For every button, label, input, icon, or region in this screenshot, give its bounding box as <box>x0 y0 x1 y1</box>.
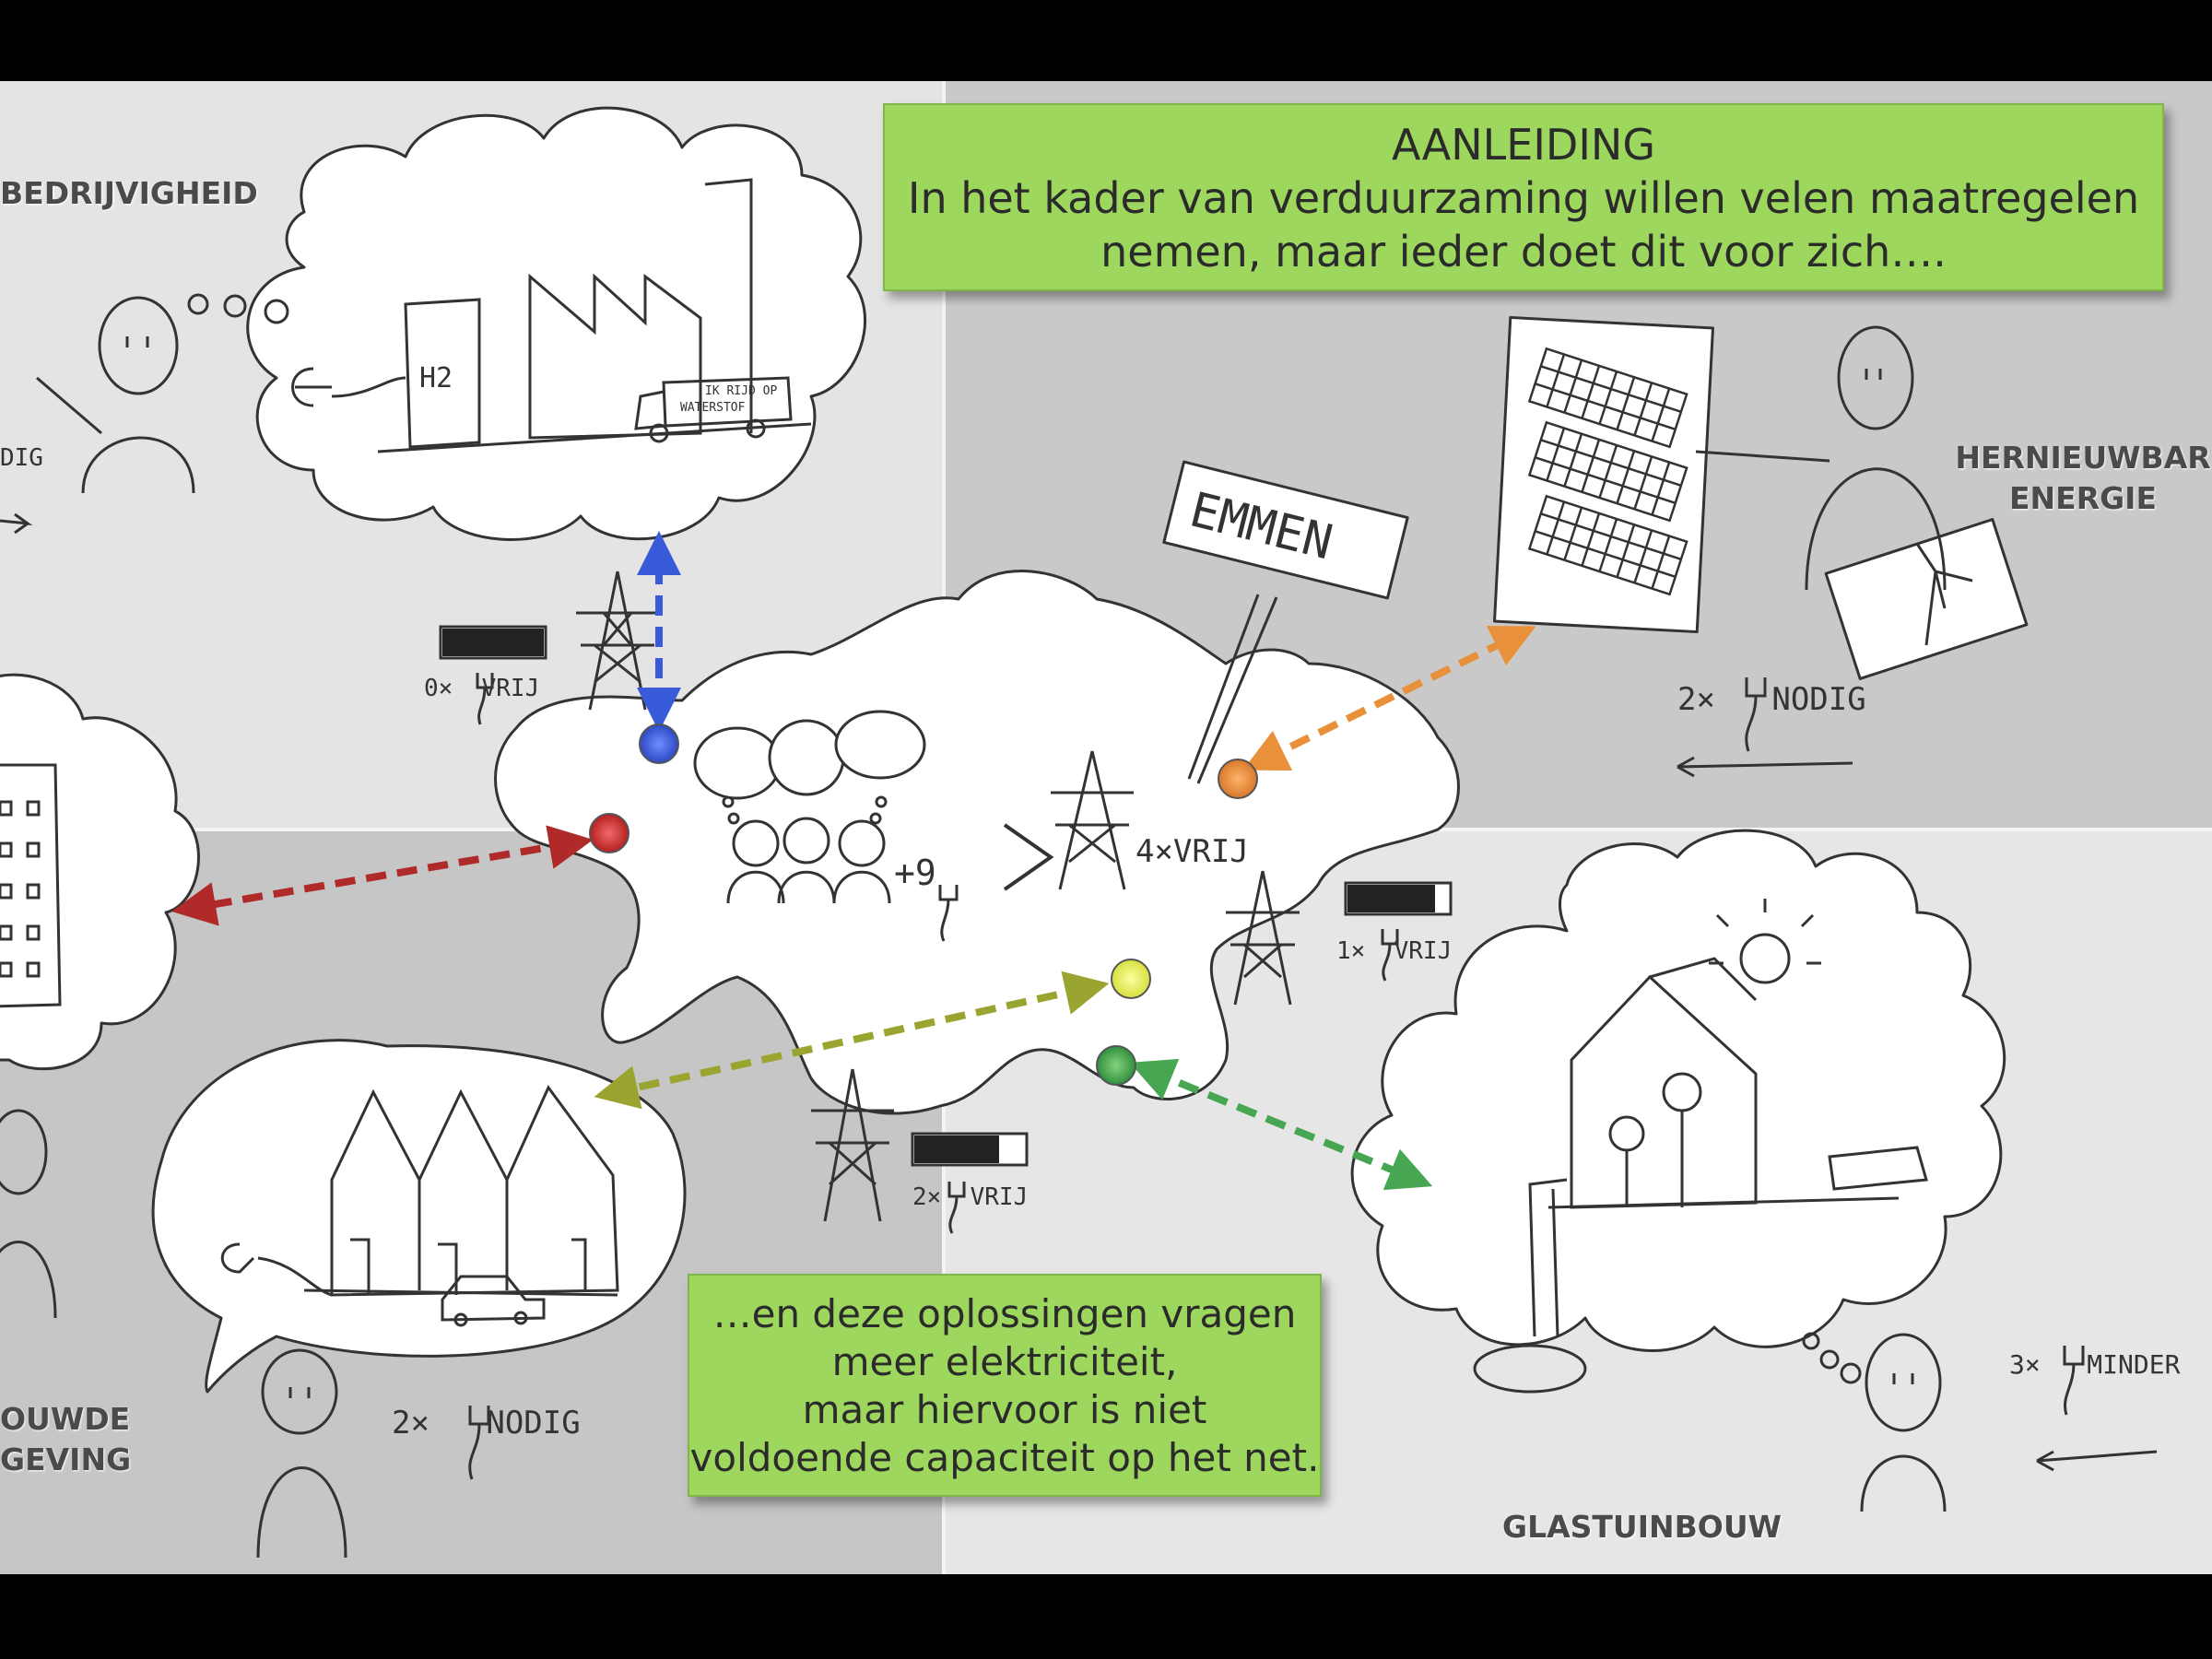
pylon-center <box>1051 750 1134 890</box>
sector-industry-text: BEDRIJVIGHEID <box>0 175 258 211</box>
truck-text-line1: IK RIJD OP <box>705 384 777 398</box>
capacity-bar-bottom <box>911 1132 1029 1167</box>
person-greenhouse <box>1860 1333 1947 1512</box>
sector-renewable-line1: HERNIEUWBAR <box>1955 440 2211 476</box>
need-industry: DIG <box>0 444 43 472</box>
dot-red <box>589 813 629 853</box>
hydrogen-truck-icon <box>634 376 793 443</box>
sector-label-industry: BEDRIJVIGHEID <box>0 173 258 214</box>
sector-label-renewable: HERNIEUWBAR ENERGIE <box>1954 438 2212 519</box>
person-industry <box>36 296 195 494</box>
need-greenhouse: 3× MINDER <box>2009 1349 2181 1380</box>
sector-built-line2: GEVING <box>0 1441 132 1477</box>
greater-than-sign <box>1003 823 1054 891</box>
connector-orange <box>1242 626 1536 771</box>
person-built <box>256 1348 347 1559</box>
grid-label-right: 1× VRIJ <box>1336 937 1452 965</box>
closing-line-4: voldoende capaciteit op het net. <box>689 1435 1320 1480</box>
factory-icon <box>291 178 812 453</box>
sector-greenhouse-text: GLASTUINBOUW <box>1502 1509 1783 1545</box>
need-built: 2× NODIG <box>392 1405 581 1441</box>
pylon-bottom <box>811 1068 894 1222</box>
center-free-text: 4×VRIJ <box>1135 833 1249 870</box>
bottom-black-bar <box>0 1574 2212 1659</box>
pylon-icons <box>576 571 1300 1222</box>
top-black-bar <box>0 0 2212 81</box>
closing-box: …en deze oplossingen vragen meer elektri… <box>688 1274 1322 1497</box>
wind-turbine-card <box>1824 518 2029 680</box>
thought-dots <box>187 293 1862 1384</box>
industry-thought-cloud <box>246 106 866 541</box>
sector-label-greenhouse: GLASTUINBOUW <box>1502 1507 1783 1547</box>
dot-blue <box>639 724 679 764</box>
intro-line-2: nemen, maar ieder doet dit voor zich…. <box>1100 227 1947 276</box>
person-renewable <box>1695 325 1947 591</box>
people-group-center <box>726 817 891 904</box>
closing-line-2: meer elektriciteit, <box>831 1339 1178 1384</box>
intro-line-1: In het kader van verduurzaming willen ve… <box>907 173 2140 223</box>
pylon-right <box>1226 870 1300 1006</box>
closing-line-3: maar hiervoor is niet <box>802 1387 1207 1432</box>
intro-box: AANLEIDING In het kader van verduurzamin… <box>883 103 2164 291</box>
need-renewable: 2× NODIG <box>1677 681 1866 718</box>
person-built-left <box>0 1109 57 1319</box>
greenhouse-icon <box>1473 899 1928 1394</box>
hand-arrows <box>0 512 2158 1472</box>
apartment-icon <box>0 763 62 1008</box>
connector-red <box>171 825 594 926</box>
emmen-sign-board <box>1162 460 1409 600</box>
truck-text-line2: WATERSTOF <box>680 401 746 415</box>
closing-line-1: …en deze oplossingen vragen <box>712 1291 1297 1336</box>
wind-turbine-icon <box>1915 543 1973 646</box>
sector-label-built: OUWDE GEVING <box>0 1399 132 1480</box>
intro-heading: AANLEIDING <box>1392 120 1655 170</box>
center-thought-bubbles <box>693 710 926 800</box>
pylon-top-left <box>576 571 659 711</box>
houses-icon <box>220 1085 619 1327</box>
capacity-bar-top-left <box>439 625 547 660</box>
sector-built-line1: OUWDE <box>0 1401 131 1437</box>
dot-yellow <box>1111 959 1151 999</box>
sector-renewable-line2: ENERGIE <box>2008 480 2158 516</box>
solar-panel-sheet <box>1493 315 1714 634</box>
connector-olive <box>594 971 1110 1110</box>
connector-green <box>1129 1058 1433 1191</box>
center-plus-text: +9 <box>894 853 936 893</box>
capacity-bar-right <box>1344 881 1453 916</box>
grid-label-bottom: 2× VRIJ <box>912 1183 1028 1211</box>
solar-panels-icon <box>1527 347 1688 596</box>
factory-h2-text: H2 <box>419 362 453 394</box>
grid-label-top-left: 0× VRIJ <box>424 675 539 702</box>
dot-green <box>1096 1045 1136 1086</box>
dot-orange <box>1218 759 1258 799</box>
plug-icons <box>468 673 2085 1480</box>
